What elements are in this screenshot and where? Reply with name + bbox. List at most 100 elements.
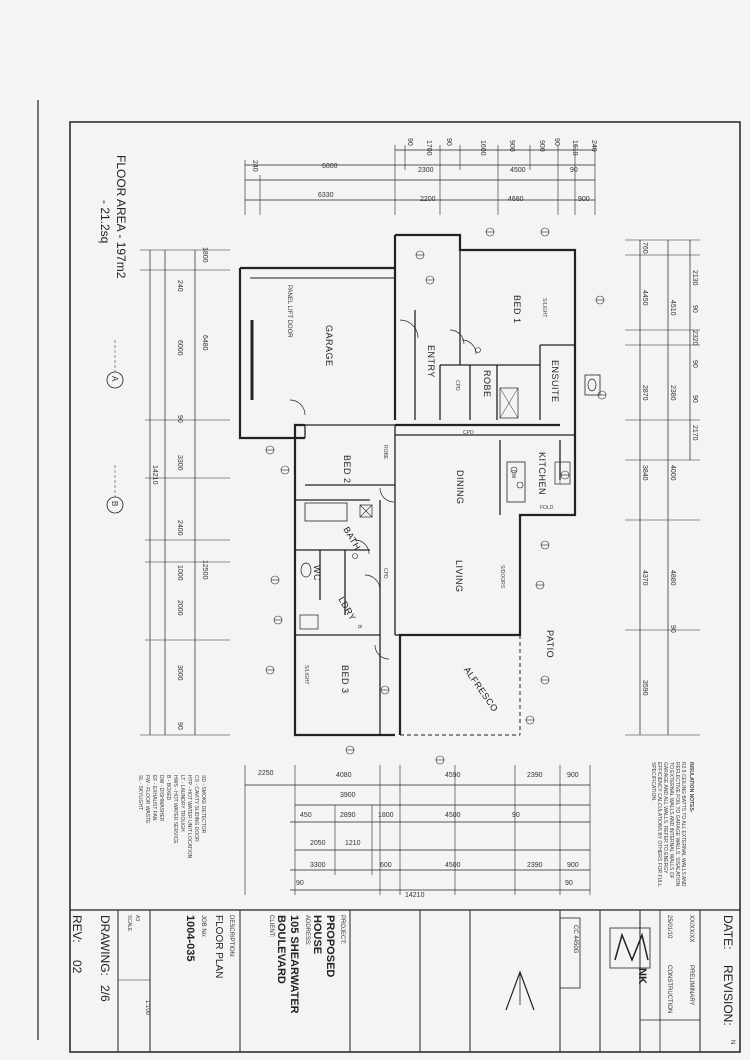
tb-job: 1004-035: [184, 915, 196, 962]
dim-left-13: 90: [176, 722, 183, 730]
dim-right-16: 90: [669, 625, 676, 633]
tb-address-line1: 105 SHEARWATER: [288, 915, 300, 1014]
skylight-label-bed3: S/LIGHT: [303, 665, 309, 685]
dim-right-8: 2870: [641, 385, 648, 401]
tb-scale-row-a: A3: [134, 915, 140, 922]
tb-description-label: DESCRIPTION:: [228, 915, 234, 958]
tb-row2-rev: CONSTRUCTION: [666, 965, 672, 1014]
legend-item: DW - DISHWASHER: [158, 775, 164, 822]
tb-logo: NK: [636, 968, 648, 984]
skylight-label: S/LIGHT: [541, 298, 547, 318]
dim-top-6330: 6330: [318, 192, 334, 199]
room-bed1: BED 1: [512, 295, 522, 324]
dim-left-3: 6000: [176, 340, 183, 356]
dim-left-1: 1800: [201, 247, 208, 263]
dim-left-12: 3000: [176, 665, 183, 681]
dim-left-10: 2000: [176, 600, 183, 616]
tb-address-line2: BOULEVARD: [275, 915, 287, 984]
dim-bottom-4590: 4590: [445, 772, 461, 779]
dim-top-6: 900: [538, 140, 545, 152]
room-ensuite: ENSUITE: [550, 360, 560, 403]
dim-top-4500: 4500: [510, 167, 526, 174]
tb-date-header: DATE:: [721, 915, 735, 950]
room-kitchen: KITCHEN: [537, 452, 547, 496]
legend-item: CS - CAVITY SLIDING DOOR: [193, 775, 199, 842]
dim-right-5: 90: [691, 305, 698, 313]
tb-rev-label: REV:: [70, 915, 84, 943]
dim-bottom-4080: 4080: [336, 772, 352, 779]
legend-item: LT - LAUNDRY TROUGH: [179, 775, 185, 832]
legend-item: EF - EXHAUST FAN: [151, 775, 157, 821]
sheet-border: [69, 121, 741, 1053]
dim-top-8: 1610: [571, 140, 578, 156]
dim-right-10: 90: [691, 395, 698, 403]
legend-item: HWS - HOT WATER SERVICE: [172, 775, 178, 844]
tb-client-label: CLIENT:: [268, 915, 274, 938]
dim-bottom-2390b: 2390: [527, 862, 543, 869]
section-mark-b: B: [110, 501, 119, 507]
dim-bottom-2250: 2250: [258, 770, 274, 777]
tb-description: FLOOR PLAN: [213, 915, 224, 979]
dim-bottom-900: 900: [567, 772, 579, 779]
floor-area-line2: - 21.2sq: [98, 200, 112, 244]
sdoors-label: S/DOORS: [499, 565, 505, 589]
room-robe: ROBE: [482, 370, 492, 398]
legend-item: HTP - HOT WATER UNIT LOCATION: [186, 775, 192, 859]
dim-top-6000: 6000: [322, 163, 338, 170]
legend-item: SL - SKYLIGHT: [137, 775, 143, 811]
tb-project-label: PROJECT:: [339, 915, 345, 945]
fold-label: FOLD: [540, 505, 554, 511]
dim-top-1: 90: [406, 138, 413, 146]
dim-left-8: 2400: [176, 520, 183, 536]
insulation-heading: INSULATION NOTES-: [688, 762, 694, 813]
dim-bottom-2890: 2890: [340, 812, 356, 819]
legend-item: SD - SMOKE DETECTOR: [200, 775, 206, 834]
tb-revision-header: REVISION:: [721, 965, 735, 1026]
cpd-label-2: CPD: [463, 430, 474, 436]
tb-row2-date: 25/01/10: [666, 915, 672, 939]
floor-area-line1: FLOOR AREA - 197m2: [114, 155, 128, 279]
section-mark-a: A: [110, 376, 119, 382]
dim-bottom-4500b: 4500: [445, 862, 461, 869]
dim-bottom-3900: 3900: [340, 792, 356, 799]
legend-item: B - BOXED: [165, 775, 171, 801]
dim-right-1: 760: [641, 242, 648, 254]
cpd-label-3: CPD: [382, 568, 388, 579]
room-bed2: BED 2: [342, 455, 352, 484]
tb-job-label: JOB No:: [200, 915, 206, 938]
dim-top-4680: 4680: [508, 196, 524, 203]
dim-bottom-450: 450: [300, 812, 312, 819]
dim-bottom-90c: 90: [565, 880, 573, 887]
dim-left-2: 240: [176, 280, 183, 292]
dim-bottom-1210: 1210: [345, 840, 361, 847]
dim-bottom-90a: 90: [512, 812, 520, 819]
dim-right-15: 3590: [641, 680, 648, 696]
room-living: LIVING: [454, 560, 464, 593]
dim-right-2: 4450: [641, 290, 648, 306]
dim-top-5: 900: [508, 140, 515, 152]
room-panel-lift-door: PANEL LIFT DOOR: [286, 285, 292, 338]
dim-right-4: 2130: [691, 270, 698, 286]
dim-bottom-90b: 90: [296, 880, 304, 887]
tb-n: N: [729, 1040, 735, 1045]
dim-top-3: 90: [445, 138, 452, 146]
dim-right-12: 4000: [669, 465, 676, 481]
dim-left-6: 3300: [176, 455, 183, 471]
room-wc: WC: [312, 565, 322, 581]
dim-right-3: 4510: [669, 300, 676, 316]
dim-left-4: 6480: [201, 335, 208, 351]
dw-label: DW: [510, 470, 516, 479]
dim-top-4: 1600: [479, 140, 486, 156]
dim-bottom-2390: 2390: [527, 772, 543, 779]
cpd-label-1: CPD: [454, 380, 460, 391]
tb-project-line1: PROPOSED: [324, 915, 336, 978]
tb-row1-date: XX/XX/XX: [688, 915, 694, 943]
dim-top-9: 240: [590, 140, 597, 152]
insulation-body: R2.5 CEILING BATTS TO ALL EXTERNAL WALLS…: [650, 762, 686, 887]
tb-scale: 1:100: [144, 1000, 150, 1016]
dim-right-13: 4370: [641, 570, 648, 586]
room-bed3: BED 3: [340, 665, 350, 694]
dim-right-14: 4880: [669, 570, 676, 586]
